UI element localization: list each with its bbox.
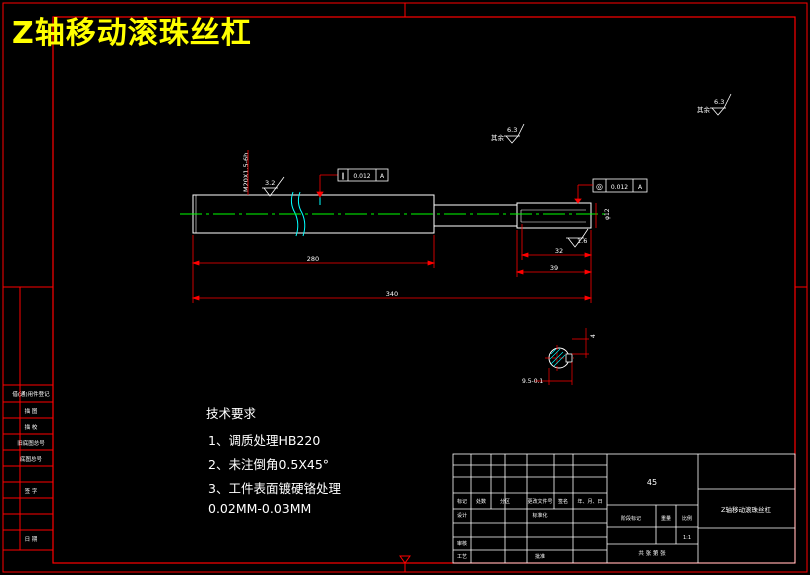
side-label: 描 图 bbox=[25, 407, 38, 415]
header-label: 处数 bbox=[476, 498, 486, 505]
tol-left-datum: A bbox=[380, 173, 385, 180]
roughness-shaft: 3.2 bbox=[262, 176, 285, 197]
title-block-text: 标记 处数 分区 更改文件号 签名 年、月、日 设计 标准化 审核 工艺 批准 … bbox=[457, 478, 771, 560]
approve-label: 批准 bbox=[535, 553, 545, 560]
std-label: 标准化 bbox=[532, 512, 547, 519]
roughness-rest-1-value: 6.3 bbox=[507, 126, 517, 134]
row-label: 审核 bbox=[457, 540, 467, 547]
ratio-value: 1:1 bbox=[683, 535, 691, 541]
header-label: 分区 bbox=[500, 498, 510, 505]
sheet-label: 共 张 第 张 bbox=[638, 549, 666, 557]
row-label: 设计 bbox=[457, 512, 467, 519]
roughness-rest-1-label: 其余 bbox=[491, 133, 505, 142]
dim-39: 39 bbox=[550, 264, 558, 272]
tol-left-value: 0.012 bbox=[353, 173, 370, 180]
scale-value: 45 bbox=[647, 478, 657, 487]
diameter-end-dim: φ12 bbox=[595, 203, 611, 228]
tech-item: 0.02MM-0.03MM bbox=[208, 501, 312, 516]
tol-right-symbol: ◎ bbox=[596, 182, 603, 191]
roughness-end: 1.6 bbox=[566, 228, 589, 248]
title-block bbox=[452, 453, 796, 564]
roughness-rest-1: 其余 6.3 bbox=[491, 123, 525, 144]
dim-340: 340 bbox=[386, 290, 398, 298]
tol-right-datum: A bbox=[638, 184, 643, 191]
tech-item: 2、未注倒角0.5X45° bbox=[208, 457, 330, 472]
side-label: 底图总号 bbox=[20, 455, 43, 463]
part-name: Z轴移动滚珠丝杠 bbox=[721, 505, 771, 514]
section-width-dim: 4 bbox=[590, 334, 597, 338]
roughness-rest-2-value: 6.3 bbox=[714, 98, 724, 106]
roughness-shaft-value: 3.2 bbox=[265, 179, 275, 187]
side-label: 描 校 bbox=[25, 423, 38, 431]
ratio-label: 比例 bbox=[682, 515, 692, 522]
drawing-title: Z轴移动滚珠丝杠 bbox=[12, 16, 252, 51]
section-depth-dim: 9.5-0.1 bbox=[522, 378, 543, 385]
dim-280: 280 bbox=[307, 255, 319, 263]
tolerance-frame-right: ◎ 0.012 A bbox=[574, 178, 648, 204]
dimensions bbox=[191, 224, 593, 303]
side-label: 旧底图总号 bbox=[17, 439, 45, 447]
stage-label: 阶段标记 bbox=[621, 515, 641, 522]
roughness-rest-2: 其余 6.3 bbox=[697, 93, 732, 116]
cross-section: 4 9.5-0.1 bbox=[522, 328, 597, 385]
thread-spec-label: M20X1.5-6h bbox=[242, 150, 250, 195]
tol-right-value: 0.012 bbox=[611, 184, 628, 191]
tech-item: 1、调质处理HB220 bbox=[208, 433, 321, 448]
thread-spec-text: M20X1.5-6h bbox=[242, 153, 250, 192]
roughness-rest-2-label: 其余 bbox=[697, 105, 711, 114]
header-label: 更改文件号 bbox=[527, 498, 552, 505]
weight-label: 重量 bbox=[661, 515, 671, 522]
roughness-end-value: 1.6 bbox=[577, 237, 587, 245]
header-label: 签名 bbox=[558, 498, 568, 505]
side-label: 签 字 bbox=[25, 487, 38, 495]
dim-32: 32 bbox=[555, 247, 563, 255]
tech-heading: 技术要求 bbox=[206, 406, 257, 421]
header-label: 年、月、日 bbox=[577, 498, 602, 505]
row-label: 工艺 bbox=[457, 554, 467, 560]
side-label: 日 期 bbox=[25, 536, 38, 543]
tech-item: 3、工件表面镀硬铬处理 bbox=[208, 481, 341, 496]
header-label: 标记 bbox=[457, 498, 467, 505]
diameter-end-text: φ12 bbox=[604, 208, 611, 220]
tol-left-symbol: ∥ bbox=[341, 172, 345, 180]
tolerance-frame-left: ∥ 0.012 A bbox=[337, 168, 389, 182]
side-label: 借(通)用件登记 bbox=[12, 390, 50, 398]
shaft-view bbox=[180, 174, 605, 237]
side-panel: 借(通)用件登记 描 图 描 校 旧底图总号 底图总号 签 字 日 期 bbox=[12, 390, 50, 543]
